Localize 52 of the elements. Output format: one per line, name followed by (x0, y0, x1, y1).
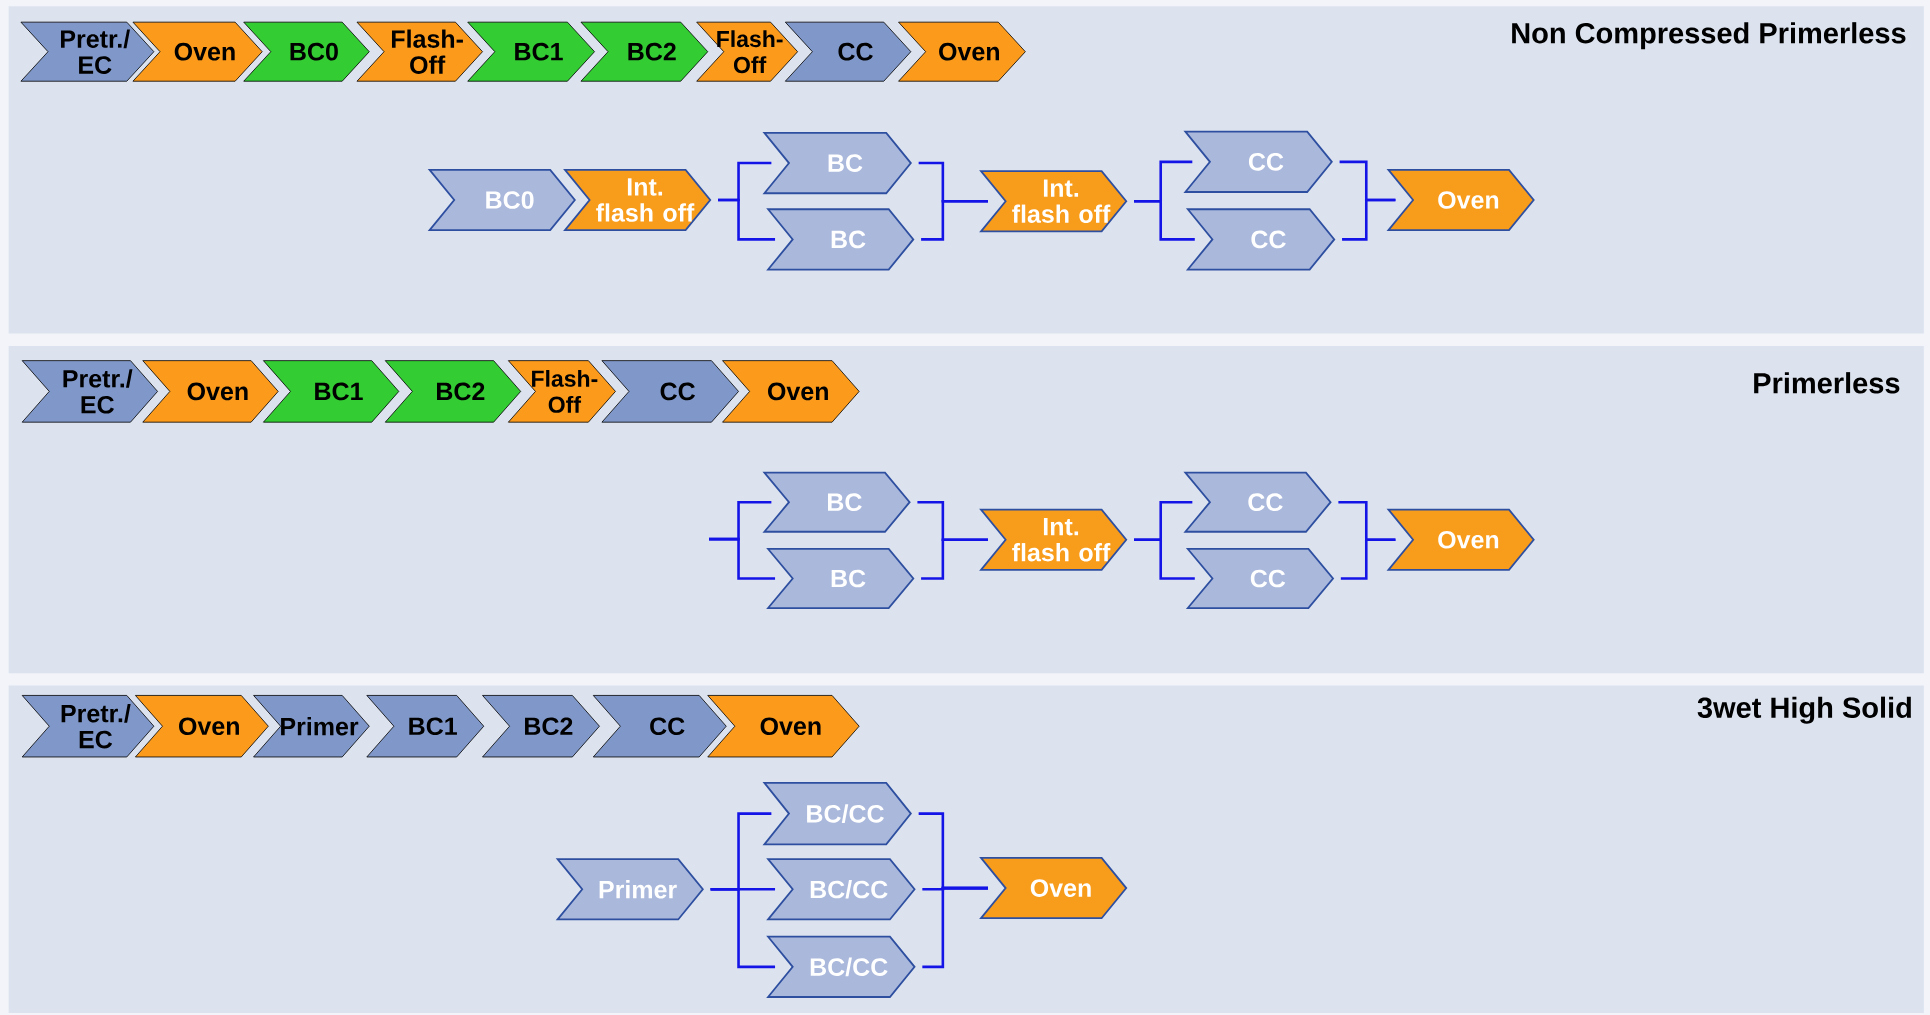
connector-line (1134, 538, 1195, 580)
process-step: BC2 (384, 360, 522, 423)
process-step: BC (762, 471, 911, 533)
process-step: Int. flash off (979, 170, 1128, 233)
process-step: BC2 (580, 21, 709, 82)
process-step: CC (1183, 130, 1333, 193)
process-step: Oven (707, 695, 860, 758)
process-step: Oven (898, 21, 1026, 82)
process-step: Oven (722, 360, 860, 423)
process-step: Oven (1386, 168, 1535, 232)
process-step: Pretr./ EC (20, 21, 155, 82)
connector-line (709, 537, 776, 580)
process-step: Int. flash off (979, 508, 1128, 571)
connector-line (710, 888, 776, 969)
process-step: BC1 (263, 360, 400, 423)
process-step: Flash-Off (696, 21, 798, 82)
process-step: BC/CC (766, 935, 916, 998)
connector-line (718, 198, 776, 241)
process-step: BC1 (467, 21, 595, 82)
process-step: BC (766, 548, 915, 609)
connector-line (921, 538, 988, 580)
process-step: Oven (142, 360, 279, 423)
process-step: CC (784, 21, 912, 82)
process-step: BC2 (482, 695, 600, 758)
connector-line (922, 886, 988, 969)
process-step: BC (766, 208, 915, 271)
process-step: Flash-Off (356, 21, 483, 82)
process-step: Primer (555, 858, 704, 921)
process-step: Oven (132, 21, 263, 82)
connector-line (1342, 198, 1396, 241)
connector-line (921, 199, 988, 241)
process-step: Oven (979, 857, 1128, 920)
process-step: BC1 (366, 695, 485, 758)
process-step: Flash-Off (507, 360, 616, 423)
process-step: BC/CC (766, 858, 916, 921)
process-step: CC (601, 360, 739, 423)
process-step: CC (592, 695, 727, 758)
process-step: BC0 (243, 21, 370, 82)
process-step: Primer (253, 695, 370, 758)
connector-line (1134, 199, 1195, 241)
process-step: CC (1185, 548, 1335, 609)
connector-line (1340, 538, 1396, 580)
process-step: Oven (1386, 508, 1535, 571)
process-step: Int. flash off (563, 168, 712, 232)
process-step: CC (1185, 208, 1336, 271)
process-step: BC (762, 132, 912, 195)
process-step: BC0 (427, 168, 576, 232)
process-step: Oven (135, 695, 269, 758)
process-step: Pretr./ EC (21, 695, 155, 758)
process-step: Pretr./ EC (21, 360, 158, 423)
process-step: CC (1183, 471, 1332, 533)
process-step: BC/CC (762, 781, 912, 846)
